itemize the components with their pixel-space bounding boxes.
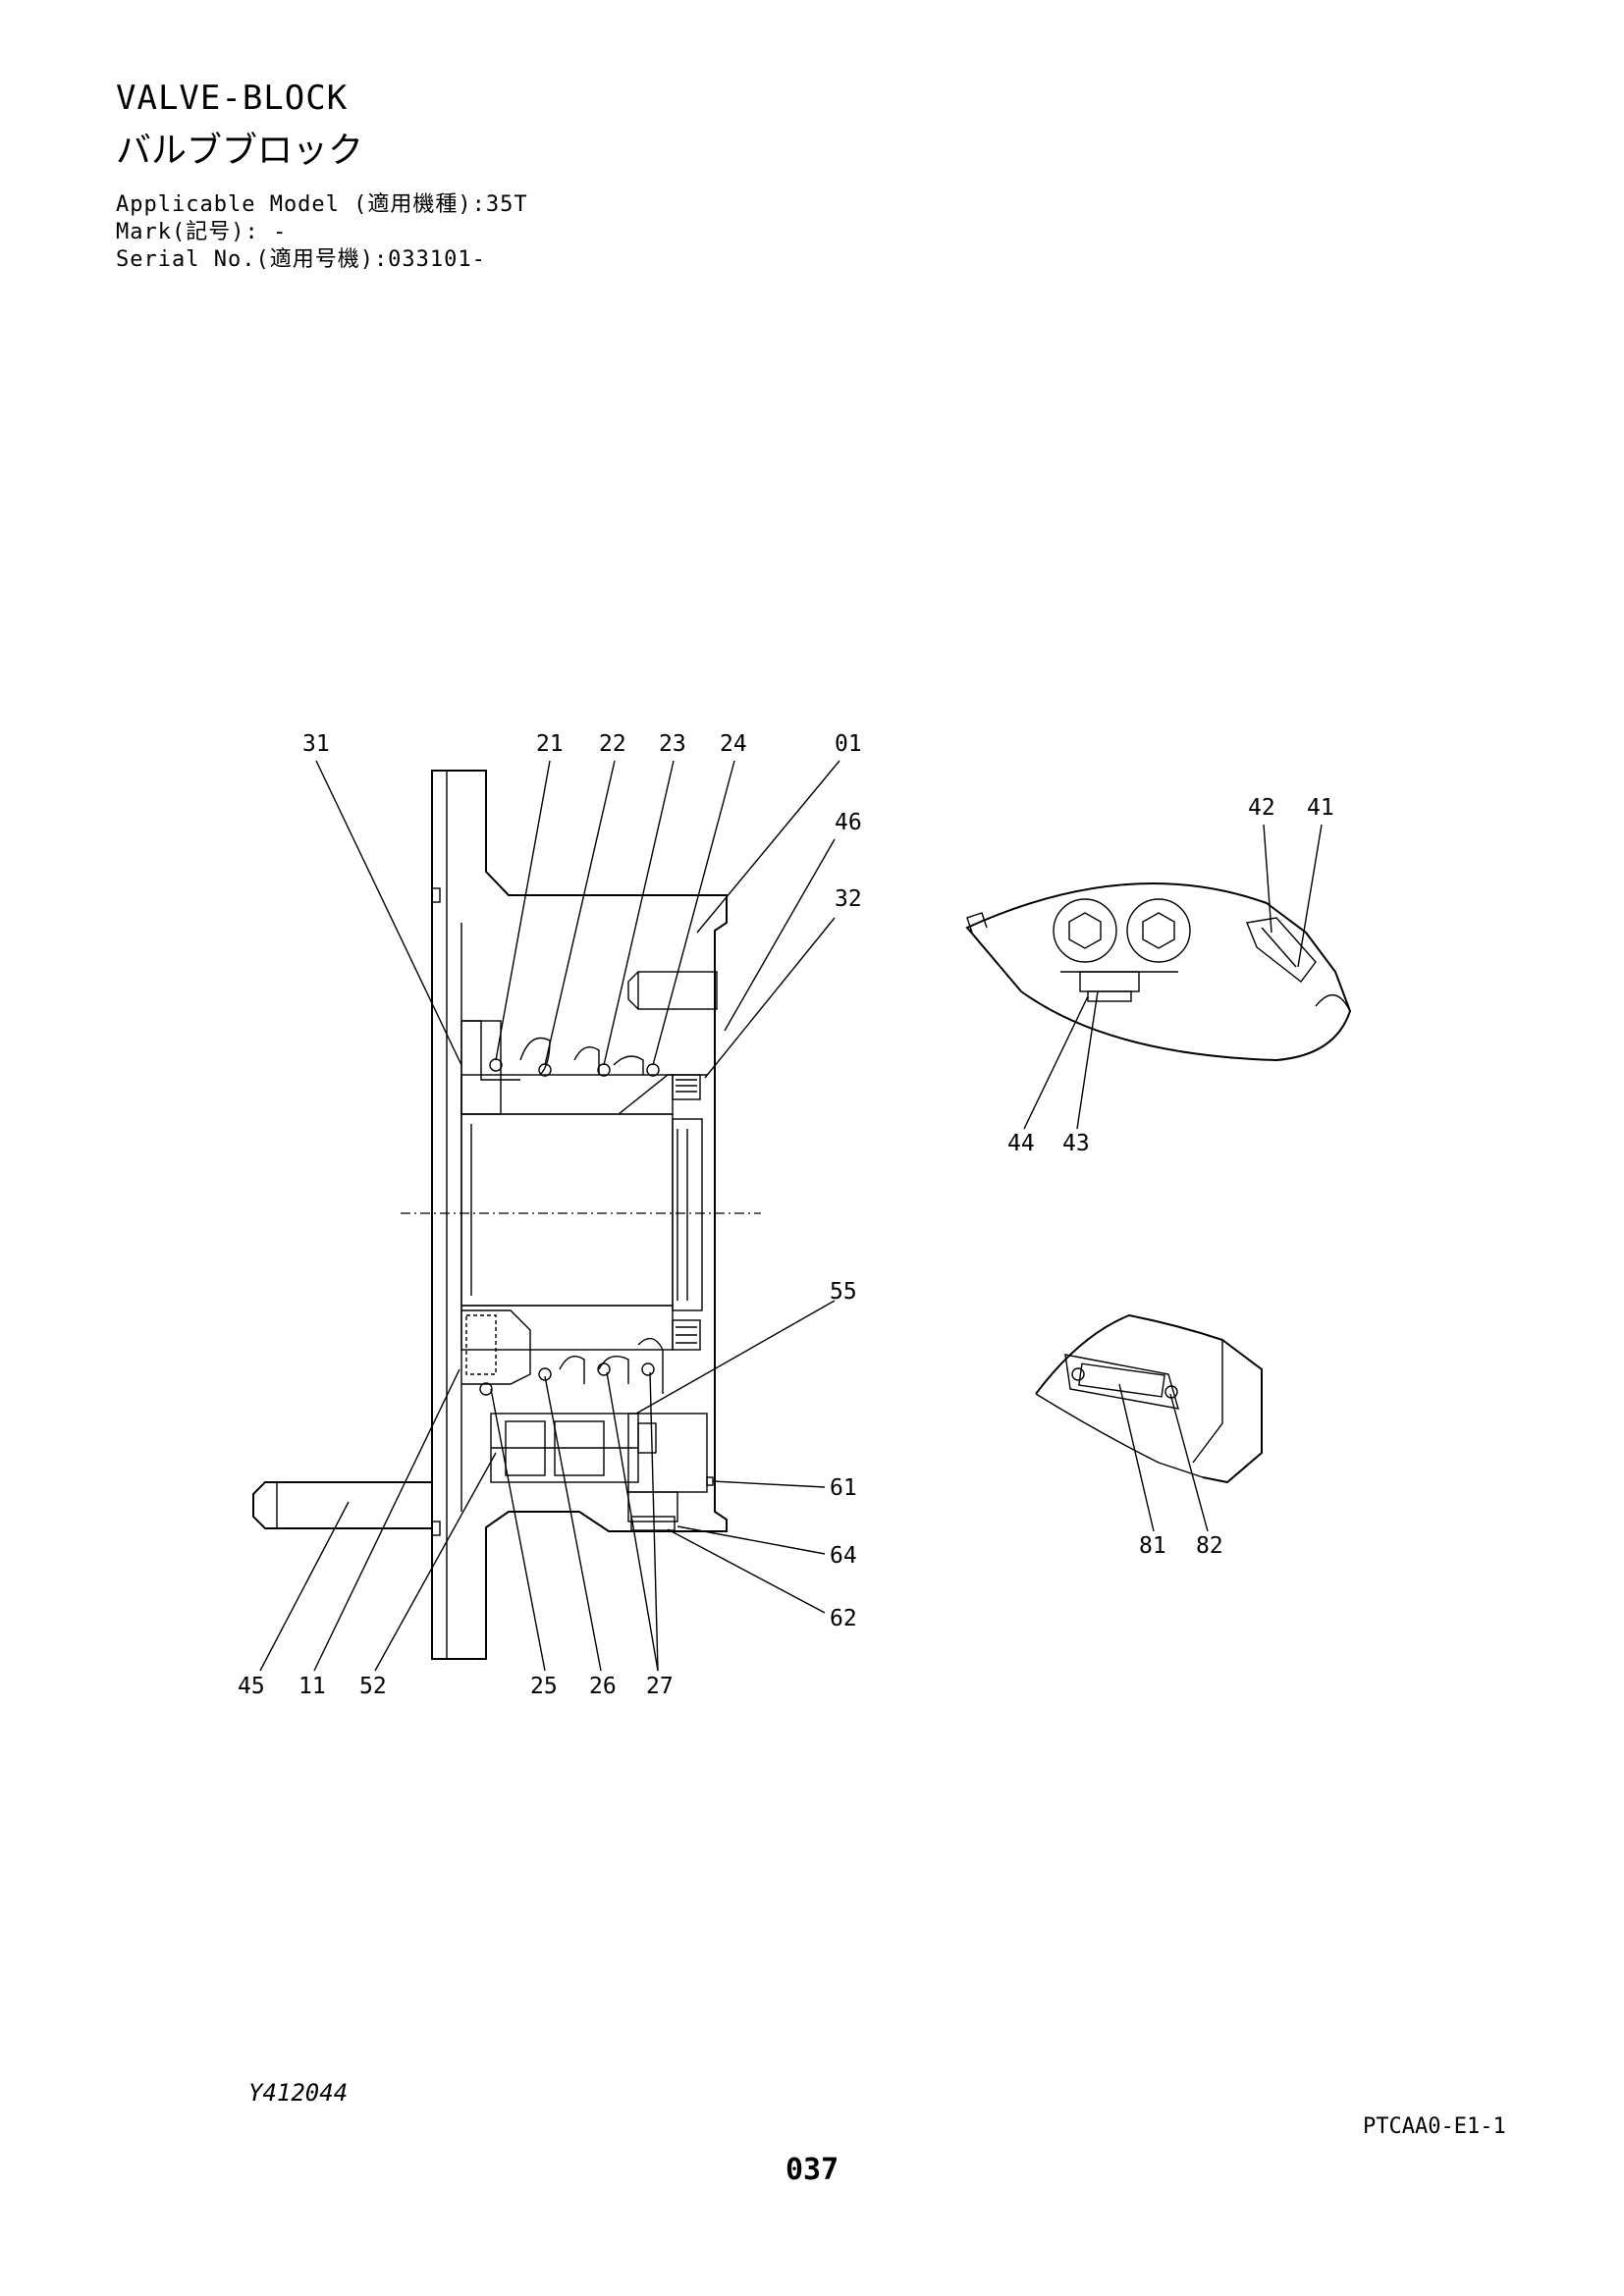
callout-11: 11 [298,1674,326,1699]
callout-64: 64 [830,1543,857,1569]
callout-26: 26 [589,1674,617,1699]
figure-code: Y412044 [248,2079,349,2107]
top-detail-callouts: 42 41 44 43 [1007,795,1334,1156]
callout-32: 32 [835,886,862,912]
callout-52: 52 [359,1674,387,1699]
page-title: VALVE-BLOCK [116,79,349,118]
document-code: PTCAA0-E1-1 [1363,2114,1506,2139]
page-number: 037 [785,2153,839,2187]
callout-24: 24 [720,731,747,757]
callout-81: 81 [1139,1533,1166,1559]
callout-62: 62 [830,1606,857,1631]
callout-21: 21 [536,731,564,757]
mark: Mark(記号): - [116,220,288,244]
main-leader-lines [259,760,840,1672]
callout-61: 61 [830,1475,857,1501]
callout-55: 55 [830,1279,857,1305]
main-section-drawing [252,770,761,1660]
callout-82: 82 [1196,1533,1223,1559]
callout-01: 01 [835,731,862,757]
callout-22: 22 [599,731,626,757]
main-callouts: 31 21 22 23 24 01 46 32 55 61 64 62 45 1… [238,731,862,1699]
top-detail-drawing [965,882,1352,1062]
top-detail-leaders [1023,824,1323,1130]
callout-31: 31 [302,731,330,757]
callout-46: 46 [835,810,862,835]
callout-45: 45 [238,1674,265,1699]
callout-23: 23 [659,731,686,757]
callout-43: 43 [1062,1131,1090,1156]
applicable-model: Applicable Model (適用機種):35T [116,192,528,217]
serial-number: Serial No.(適用号機):033101- [116,247,486,272]
callout-42: 42 [1248,795,1275,821]
callout-25: 25 [530,1674,558,1699]
bottom-detail-leaders [1118,1383,1209,1532]
page-subtitle: バルブブロック [116,131,364,171]
bottom-detail-drawing [1035,1313,1263,1484]
bottom-detail-callouts: 81 82 [1139,1533,1223,1559]
callout-41: 41 [1307,795,1334,821]
callout-27: 27 [646,1674,674,1699]
callout-44: 44 [1007,1131,1035,1156]
